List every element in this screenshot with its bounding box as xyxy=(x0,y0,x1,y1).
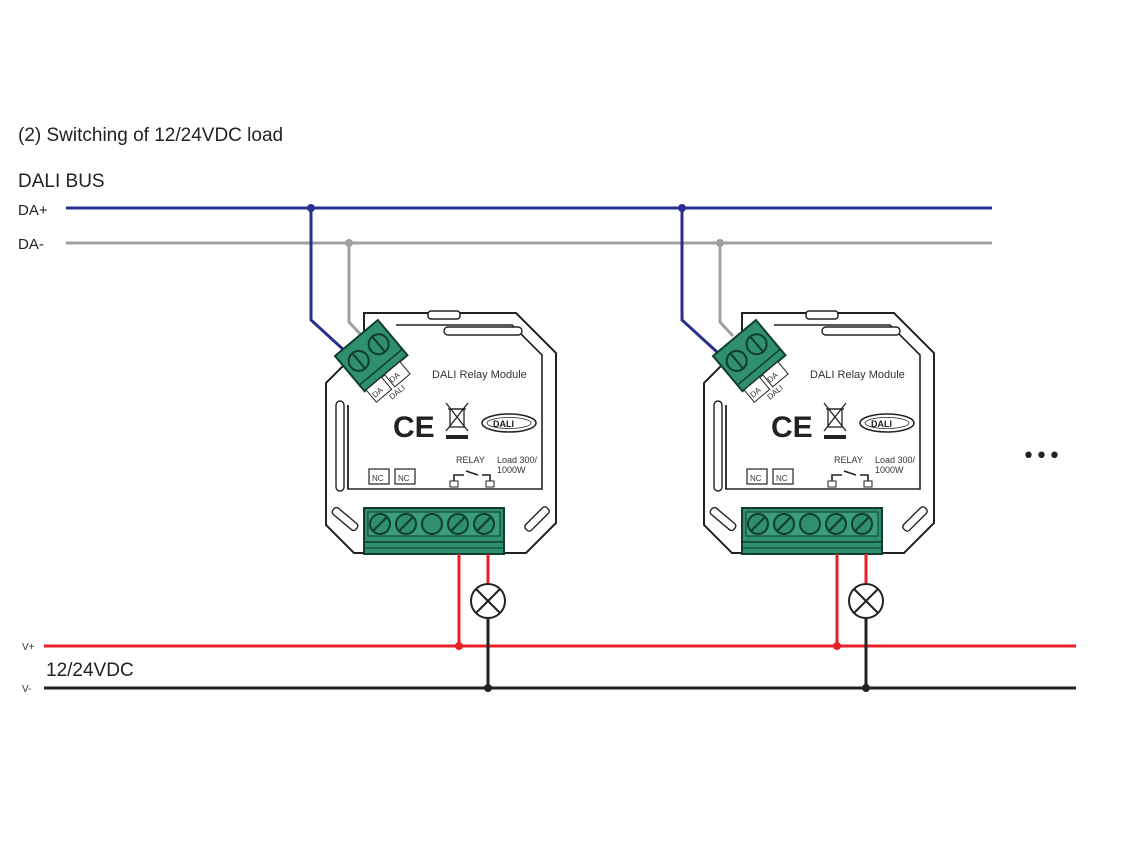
nc-label-2: NC xyxy=(776,474,788,483)
diagram-title: (2) Switching of 12/24VDC load xyxy=(18,125,283,146)
nc-label-1: NC xyxy=(372,474,384,483)
nc-label-1: NC xyxy=(750,474,762,483)
load-label-line1: Load 300/ xyxy=(875,455,916,465)
relay-module-1: DA DA DALI DALI Relay Module CE DALI REL… xyxy=(307,204,557,692)
nc-label-2: NC xyxy=(398,474,410,483)
dali-bus-label: DALI BUS xyxy=(18,171,105,192)
dali-logo: DALI xyxy=(871,419,892,429)
load-label-line2: 1000W xyxy=(497,465,526,475)
load-label-line2: 1000W xyxy=(875,465,904,475)
da-minus-drop-wire xyxy=(718,243,735,338)
v-minus-label: V- xyxy=(22,684,31,695)
lamp-icon xyxy=(848,583,884,619)
continuation-ellipsis: ••• xyxy=(1022,444,1061,469)
da-minus-drop-wire xyxy=(347,243,364,338)
ce-mark: CE xyxy=(393,411,435,444)
da-plus-label: DA+ xyxy=(18,202,48,219)
relay-label: RELAY xyxy=(456,455,485,465)
v-plus-junction xyxy=(833,642,841,650)
v-plus-label: V+ xyxy=(22,642,35,653)
module-name: DALI Relay Module xyxy=(810,369,905,381)
v-minus-junction xyxy=(862,684,870,692)
da-minus-label: DA- xyxy=(18,236,44,253)
ce-mark: CE xyxy=(771,411,813,444)
da-plus-drop-wire xyxy=(680,208,719,354)
lamp-icon xyxy=(470,583,506,619)
module-name: DALI Relay Module xyxy=(432,369,527,381)
v-minus-junction xyxy=(484,684,492,692)
relay-label: RELAY xyxy=(834,455,863,465)
da-plus-drop-wire xyxy=(309,208,348,354)
relay-module-2: DA DA DALI DALI Relay Module CE DALI REL… xyxy=(678,204,935,692)
supply-voltage-label: 12/24VDC xyxy=(46,660,134,681)
dali-logo: DALI xyxy=(493,419,514,429)
load-label-line1: Load 300/ xyxy=(497,455,538,465)
v-plus-junction xyxy=(455,642,463,650)
